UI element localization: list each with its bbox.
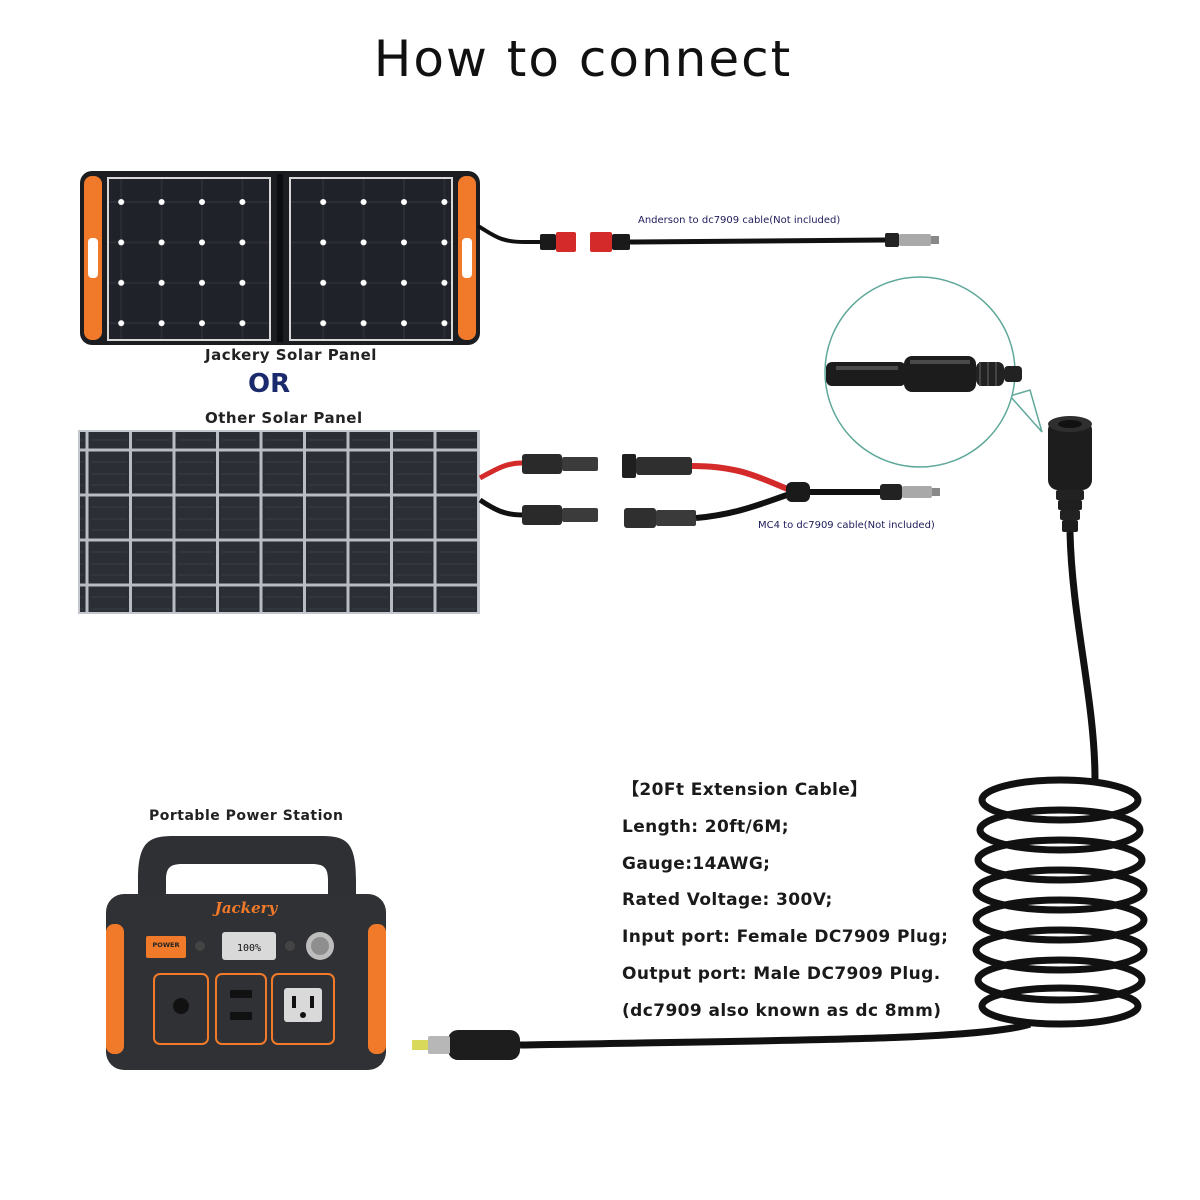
spec-gauge: Gauge:14AWG; xyxy=(622,853,771,874)
dc7909-plug-icon xyxy=(412,1030,520,1060)
spec-voltage: Rated Voltage: 300V; xyxy=(622,890,833,911)
mc4-cable-label: MC4 to dc7909 cable(Not included) xyxy=(758,520,935,531)
screen-readout: 100% xyxy=(237,943,261,954)
zoom-callout-icon xyxy=(824,276,1043,468)
anderson-cable-icon xyxy=(476,224,939,252)
extension-cable-icon xyxy=(1048,416,1099,781)
spec-input-port: Input port: Female DC7909 Plug; xyxy=(622,927,949,948)
mc4-cable-icon xyxy=(478,454,940,528)
power-station-label: Portable Power Station xyxy=(149,808,344,824)
brand-logo: Jackery xyxy=(212,899,279,917)
spec-heading: 【20Ft Extension Cable】 xyxy=(622,780,868,800)
power-station-icon: Jackery POWER 100% xyxy=(106,836,386,1070)
jackery-panel-label: Jackery Solar Panel xyxy=(205,346,377,364)
jackery-solar-panel-icon xyxy=(80,171,480,345)
other-solar-panel-icon xyxy=(78,430,480,614)
spec-length: Length: 20ft/6M; xyxy=(622,816,789,837)
or-label: OR xyxy=(248,369,291,399)
coiled-cable-icon xyxy=(519,776,1148,1049)
spec-note: (dc7909 also known as dc 8mm) xyxy=(622,1000,942,1021)
spec-output-port: Output port: Male DC7909 Plug. xyxy=(622,963,941,984)
spec-list: 【20Ft Extension Cable】 Length: 20ft/6M; … xyxy=(622,776,948,1034)
anderson-cable-label: Anderson to dc7909 cable(Not included) xyxy=(638,215,841,226)
page-title: How to connect xyxy=(373,30,793,88)
other-panel-label: Other Solar Panel xyxy=(205,409,363,427)
power-button-label: POWER xyxy=(153,941,180,949)
